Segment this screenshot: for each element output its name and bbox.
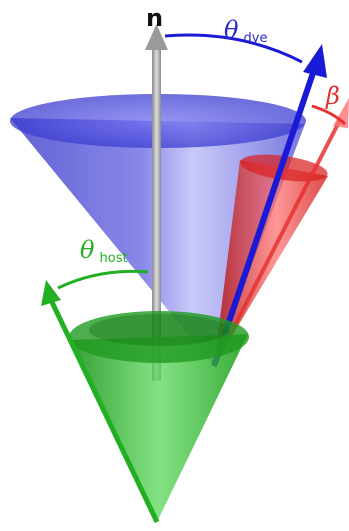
green-cone-rim-shadow (89, 314, 229, 346)
theta-dye-label: θ dye (224, 16, 268, 46)
green-host-cone (69, 311, 249, 522)
host-axis-shaft (48, 298, 160, 524)
arrow-up-left-icon (41, 280, 61, 306)
theta-dye-subscript: dye (244, 31, 268, 46)
theta-host-label: θ host (80, 236, 128, 266)
theta-dye-symbol: θ (224, 16, 239, 44)
theta-host-arc (57, 269, 149, 290)
red-arrowhead-icon (333, 98, 349, 128)
beta-arc (311, 104, 347, 126)
arrow-up-right-icon (303, 44, 327, 78)
theta-dye-arc (164, 33, 303, 64)
director-axis (145, 24, 168, 381)
director-shaft (152, 46, 161, 381)
arrow-up-icon (145, 24, 168, 50)
theta-host-symbol: θ (80, 236, 95, 264)
host-axis-arrow (41, 280, 160, 524)
dye-axis-arrow (211, 44, 327, 367)
dye-axis-shaft (211, 69, 317, 367)
director-label: n (146, 4, 163, 32)
beta-label: β (325, 82, 340, 110)
theta-host-subscript: host (100, 251, 128, 266)
green-cone-body (70, 334, 248, 522)
green-cone-rim (69, 311, 249, 363)
